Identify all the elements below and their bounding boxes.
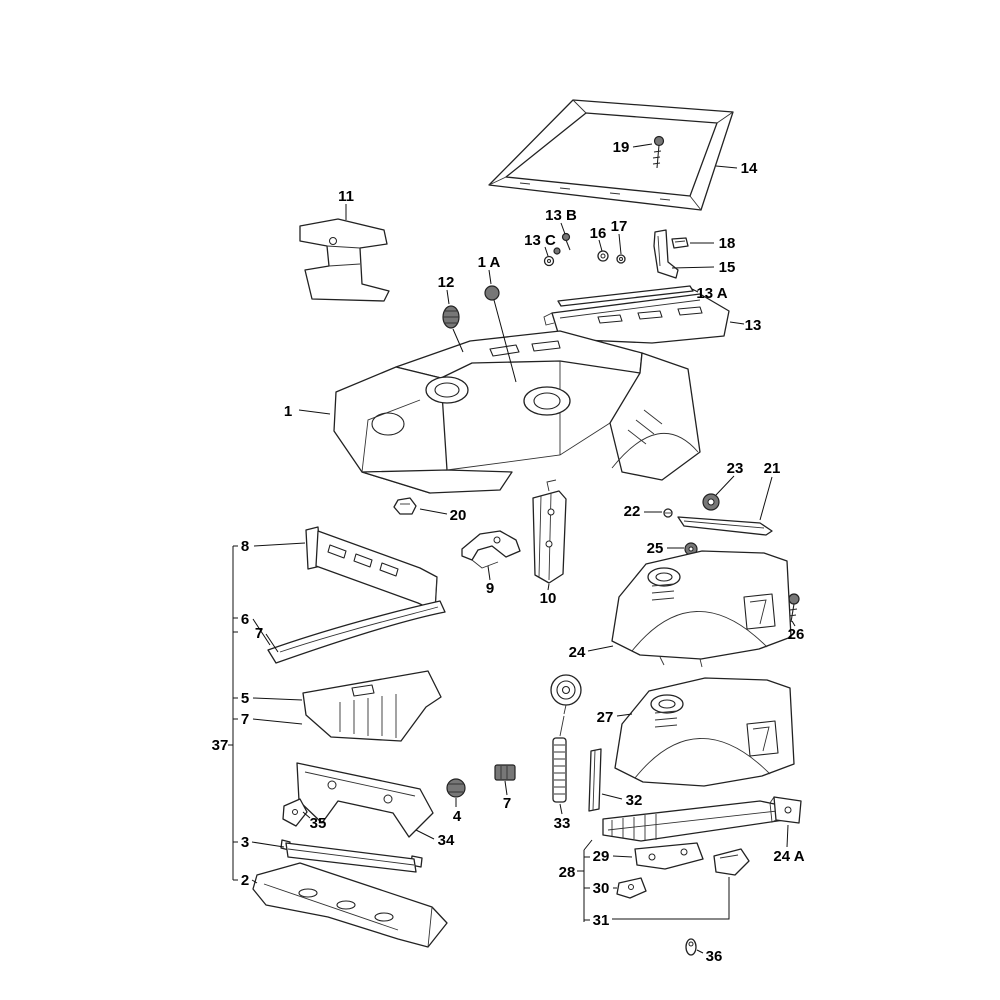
callout-30: 30: [593, 880, 610, 897]
callout-18: 18: [719, 235, 736, 252]
part-screw-19: [652, 135, 665, 169]
callout-36: 36: [706, 948, 723, 965]
part-fastener-13c: [543, 247, 561, 267]
callout-12: 12: [438, 274, 455, 291]
part-clip-18: [671, 237, 689, 249]
part-front-body-structure-1: [333, 330, 701, 494]
callout-22: 22: [624, 503, 641, 520]
callout-24a: 24 A: [773, 848, 804, 865]
part-wheel-housing-24: [611, 550, 792, 668]
callout-27: 27: [597, 709, 614, 726]
part-bracket-35: [282, 798, 308, 827]
callout-37: 37: [212, 737, 229, 754]
part-fastener-13b: [561, 232, 571, 251]
callout-17: 17: [611, 218, 628, 235]
callout-4: 4: [453, 808, 462, 825]
callout-8: 8: [241, 538, 249, 555]
callout-31: 31: [593, 912, 610, 929]
callout-1: 1: [284, 403, 292, 420]
part-hood-seal-panel-6: [267, 600, 446, 664]
callout-13a: 13 A: [696, 285, 727, 302]
part-plug-36: [685, 938, 697, 956]
part-bracket-29: [634, 842, 704, 870]
callout-13b: 13 B: [545, 207, 577, 224]
part-bracket-9: [461, 530, 521, 569]
part-strip-32: [588, 748, 602, 812]
callout-1a: 1 A: [478, 254, 501, 271]
callout-11: 11: [338, 188, 354, 205]
callout-7c: 7: [503, 795, 511, 812]
part-grommet-4: [446, 778, 466, 798]
part-lower-panel-34: [296, 762, 434, 838]
part-screw-22: [663, 508, 673, 518]
part-bracket-15: [653, 229, 679, 279]
part-bracket-24a: [769, 796, 802, 824]
part-grommet-23: [702, 493, 720, 511]
callout-34: 34: [438, 832, 455, 849]
part-clip-20: [393, 497, 417, 515]
callout-2: 2: [241, 872, 249, 889]
callout-33: 33: [554, 815, 571, 832]
part-washer-17: [616, 254, 626, 264]
callout-24: 24: [569, 644, 586, 661]
callout-32: 32: [626, 792, 643, 809]
part-grommet-25: [684, 542, 698, 556]
callout-20: 20: [450, 507, 467, 524]
part-crossmember-8: [305, 526, 438, 612]
callout-25: 25: [647, 540, 664, 557]
callout-13: 13: [745, 317, 762, 334]
part-block-7: [494, 764, 516, 781]
callout-35: 35: [310, 815, 327, 832]
callout-6: 6: [241, 611, 249, 628]
callout-3: 3: [241, 834, 249, 851]
callout-14: 14: [741, 160, 758, 177]
callout-19: 19: [613, 139, 630, 156]
part-channel-bracket-10: [532, 479, 567, 584]
callout-16: 16: [590, 225, 607, 242]
callout-labels: 19 14 11 13 B 13 C 16 17 18 15 1 A 12 13…: [212, 139, 805, 965]
callout-9: 9: [486, 580, 494, 597]
part-windshield-frame: [488, 99, 734, 211]
callout-5: 5: [241, 690, 249, 707]
part-seal-assembly-33: [550, 674, 582, 803]
part-bolt-26: [788, 593, 800, 623]
callout-26: 26: [788, 626, 805, 643]
callout-23: 23: [727, 460, 744, 477]
part-wheel-housing-27: [614, 677, 795, 787]
part-crossbar-3: [280, 839, 423, 873]
part-nut-16: [597, 250, 609, 262]
part-bumper-2: [252, 862, 448, 948]
callout-15: 15: [719, 259, 736, 276]
callout-7a: 7: [255, 625, 263, 642]
callout-13c: 13 C: [524, 232, 556, 249]
callout-21: 21: [764, 460, 781, 477]
callout-29: 29: [593, 848, 610, 865]
callout-10: 10: [540, 590, 557, 607]
part-panel-5: [302, 670, 442, 742]
part-rail-strip-21: [677, 516, 773, 536]
callout-7b: 7: [241, 711, 249, 728]
part-bracket-31: [713, 848, 750, 876]
leader-lines: [228, 143, 796, 954]
part-bracket-30: [616, 877, 647, 899]
callout-28: 28: [559, 864, 576, 881]
part-strip-13a: [557, 285, 694, 307]
part-grommet-1a: [484, 285, 500, 301]
part-grommet-12: [442, 305, 460, 329]
part-bracket-11: [299, 218, 390, 302]
